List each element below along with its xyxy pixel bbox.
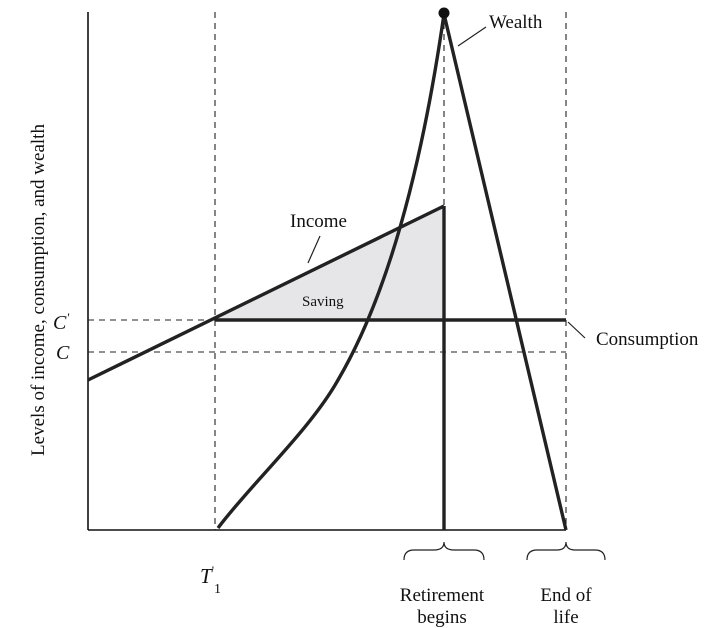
y-axis-label: Levels of income, consumption, and wealt… bbox=[28, 124, 49, 456]
retirement-label-line1: Retirement bbox=[400, 585, 485, 606]
c-label: C bbox=[56, 342, 70, 364]
retirement-label-line2: begins bbox=[417, 607, 467, 628]
end-of-life-brace bbox=[526, 541, 606, 561]
consumption-leader bbox=[567, 321, 586, 339]
consumption-label: Consumption bbox=[596, 329, 699, 350]
wealth-decline-line bbox=[442, 13, 568, 531]
wealth-peak-dot bbox=[438, 7, 450, 19]
wealth-label: Wealth bbox=[489, 12, 543, 33]
end-of-life-label-line1: End of bbox=[540, 585, 592, 606]
wealth-leader bbox=[457, 26, 487, 47]
c-prime-label: C' bbox=[53, 310, 69, 334]
income-line bbox=[87, 204, 445, 382]
saving-label: Saving bbox=[302, 294, 344, 310]
income-leader bbox=[307, 235, 321, 264]
wealth-curve bbox=[216, 13, 446, 530]
retirement-brace bbox=[403, 541, 485, 561]
end-of-life-label-line2: life bbox=[553, 607, 578, 628]
t1-label: T'1 bbox=[200, 563, 221, 597]
income-label: Income bbox=[290, 211, 347, 232]
